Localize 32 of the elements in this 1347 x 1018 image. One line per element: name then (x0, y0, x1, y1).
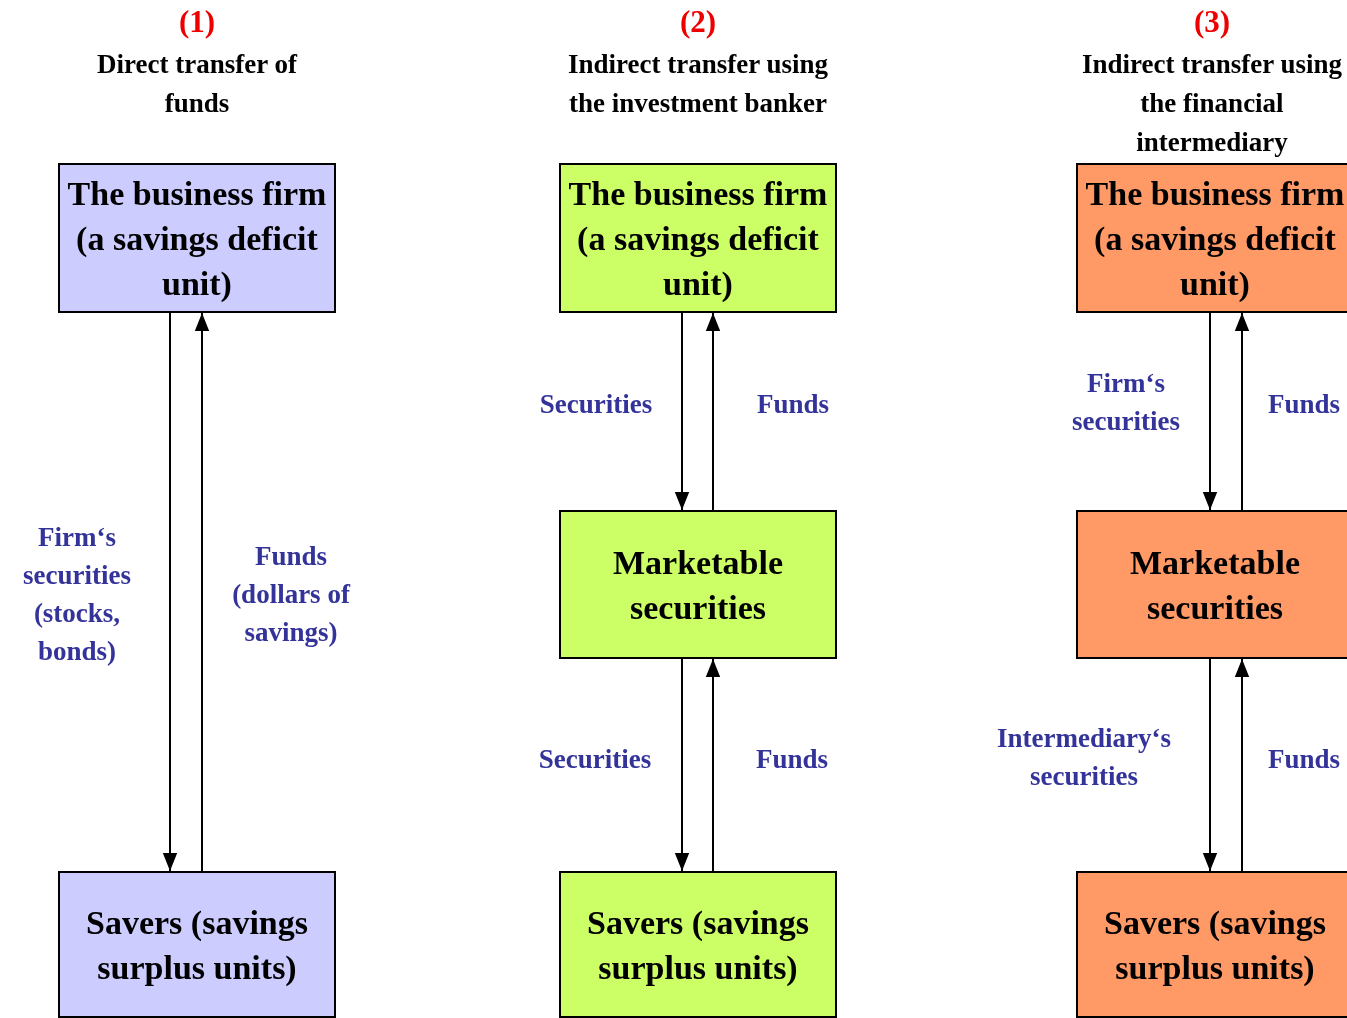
box-text: The business firm (a savings deficit unit) (66, 173, 328, 304)
process-box (58, 871, 336, 1018)
box-text: The business firm (a savings deficit unit) (567, 173, 829, 304)
process-box (1076, 871, 1347, 1018)
arrow (674, 658, 690, 872)
arrow (705, 312, 721, 511)
process-box (58, 163, 336, 313)
arrow (194, 312, 210, 872)
process-box (559, 871, 837, 1018)
column-heading: Indirect transfer using the financial intermediary (1081, 48, 1343, 159)
box-text: Marketable securities (1129, 542, 1301, 628)
column-number: (3) (1192, 4, 1232, 40)
process-box (1076, 510, 1347, 659)
box-text: Savers (savings surplus units) (586, 902, 810, 988)
box-text: Savers (savings surplus units) (1103, 902, 1327, 988)
arrow (1202, 658, 1218, 872)
process-box (559, 510, 837, 659)
column-number: (2) (678, 4, 718, 40)
arrow (674, 312, 690, 511)
box-text: Savers (savings surplus units) (85, 902, 309, 988)
column-heading: Indirect transfer using the investment banker (567, 48, 829, 120)
box-text: The business firm (a savings deficit unit) (1084, 173, 1346, 304)
box-text: Marketable securities (612, 542, 784, 628)
arrow (705, 658, 721, 872)
arrow (1234, 312, 1250, 511)
arrow (1234, 658, 1250, 872)
column-heading: Direct transfer of funds (96, 48, 299, 120)
column-number: (1) (177, 4, 217, 40)
arrow (162, 312, 178, 872)
process-box (1076, 163, 1347, 313)
arrow (1202, 312, 1218, 511)
process-box (559, 163, 837, 313)
